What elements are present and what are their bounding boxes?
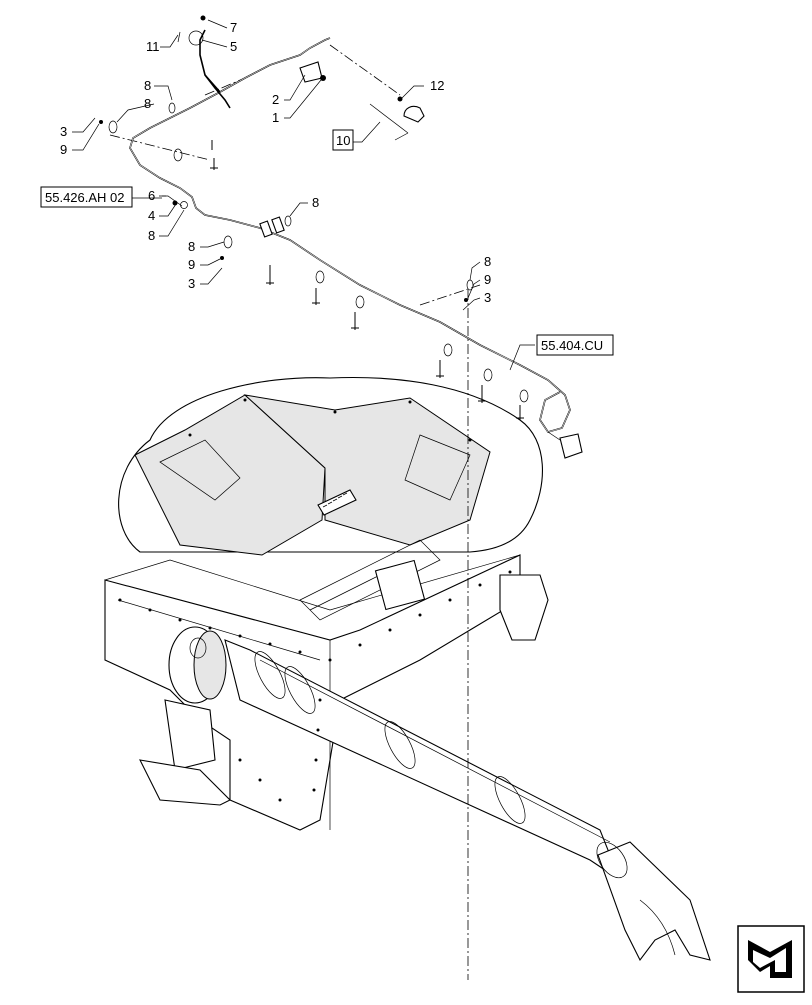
fasteners <box>99 15 529 420</box>
callout-labels: 7 5 11 8 8 3 9 2 1 12 6 4 8 8 8 9 3 8 9 … <box>60 20 491 305</box>
callout-9-b: 9 <box>188 257 195 272</box>
return-arrow-icon[interactable] <box>737 925 805 993</box>
callout-4: 4 <box>148 208 155 223</box>
callout-8-e: 8 <box>188 239 195 254</box>
callout-9-a: 9 <box>60 142 67 157</box>
callout-10: 10 <box>336 133 350 148</box>
leader-lines <box>72 19 535 371</box>
callout-9-c: 9 <box>484 272 491 287</box>
callout-8-d: 8 <box>312 195 319 210</box>
callout-12: 12 <box>430 78 444 93</box>
reference-box-light[interactable]: 55.404.CU <box>536 334 614 356</box>
frame-rivets <box>118 570 512 802</box>
callout-8-c: 8 <box>148 228 155 243</box>
callout-3-a: 3 <box>60 124 67 139</box>
callout-1: 1 <box>272 110 279 125</box>
callout-8-a: 8 <box>144 78 151 93</box>
wiring-harness <box>129 29 583 459</box>
grain-cart-assembly <box>104 376 711 962</box>
reference-box-10: 10 <box>332 129 354 151</box>
callout-6: 6 <box>148 188 155 203</box>
ref-light-label[interactable]: 55.404.CU <box>541 338 603 353</box>
callout-8-b: 8 <box>144 96 151 111</box>
callout-8-f: 8 <box>484 254 491 269</box>
reference-box-harness[interactable]: 55.426.AH 02 <box>40 186 133 208</box>
callout-3-c: 3 <box>484 290 491 305</box>
callout-5: 5 <box>230 39 237 54</box>
callout-2: 2 <box>272 92 279 107</box>
callout-7: 7 <box>230 20 237 35</box>
callout-11: 11 <box>146 39 160 54</box>
callout-3-b: 3 <box>188 276 195 291</box>
ref-harness-label[interactable]: 55.426.AH 02 <box>45 190 125 205</box>
